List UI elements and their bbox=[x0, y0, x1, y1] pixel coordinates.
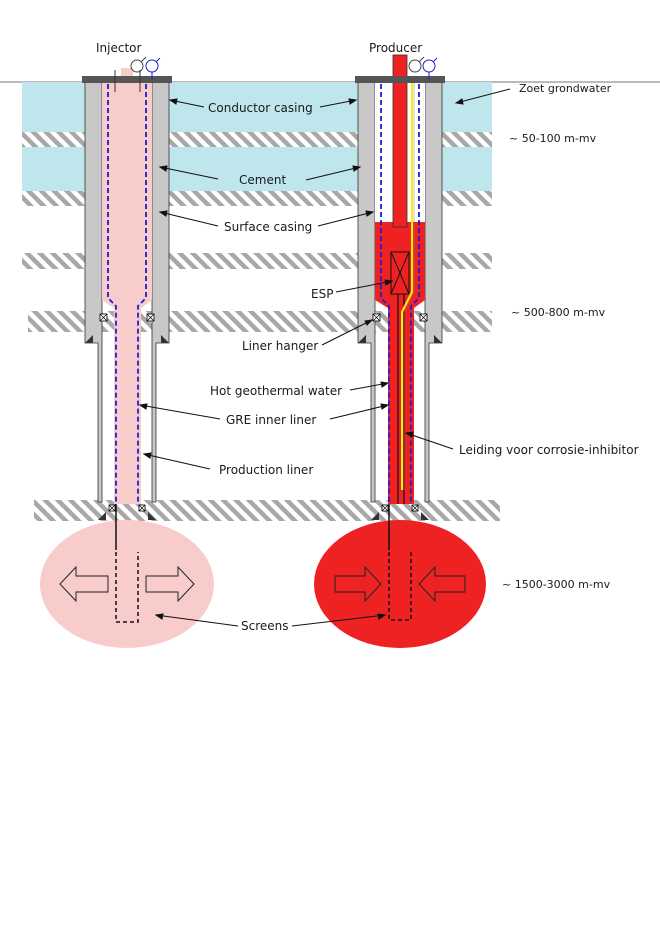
label-conductor-casing: Conductor casing bbox=[208, 101, 313, 115]
producer-inflow-arrow-right bbox=[418, 565, 466, 603]
producer-valve-icon bbox=[408, 56, 438, 80]
corrosion-inhibitor-line bbox=[401, 82, 413, 490]
producer-cement-left bbox=[357, 81, 376, 503]
injector-outflow-arrow-left bbox=[59, 565, 109, 603]
depth-label-shallow: ~ 50-100 m-mv bbox=[509, 132, 597, 145]
injector-valve-icon bbox=[130, 56, 161, 80]
label-liner-hanger: Liner hanger bbox=[242, 339, 318, 353]
label-fresh-groundwater: Zoet grondwater bbox=[519, 82, 612, 95]
injector-inner-liner-left bbox=[107, 84, 117, 502]
producer-title: Producer bbox=[369, 41, 422, 55]
injector-cement-right bbox=[151, 81, 170, 503]
injector-wellhead-plate bbox=[82, 76, 172, 83]
label-esp: ESP bbox=[311, 287, 333, 301]
label-gre-inner-liner: GRE inner liner bbox=[226, 413, 316, 427]
injector-reservoir-zone bbox=[40, 520, 214, 648]
producer-cement-right bbox=[424, 81, 443, 503]
producer-well bbox=[334, 54, 466, 621]
label-hot-geothermal-water: Hot geothermal water bbox=[210, 384, 342, 398]
label-cement: Cement bbox=[239, 173, 286, 187]
leader-lines bbox=[138, 88, 511, 627]
producer-wellhead-plate bbox=[355, 76, 445, 83]
depth-label-deep: ~ 1500-3000 m-mv bbox=[502, 578, 611, 591]
injector-inner-liner-right bbox=[137, 84, 147, 502]
producer-tubing bbox=[392, 54, 408, 228]
injector-outflow-arrow-right bbox=[145, 565, 195, 603]
injector-title: Injector bbox=[96, 41, 142, 55]
producer-inner-liner-left bbox=[380, 84, 390, 502]
label-corrosion-inhibitor-line: Leiding voor corrosie-inhibitor bbox=[459, 443, 639, 457]
producer-reservoir-zone bbox=[314, 520, 486, 648]
label-production-liner: Production liner bbox=[219, 463, 313, 477]
injector-fluid-column bbox=[102, 82, 152, 504]
depth-label-mid: ~ 500-800 m-mv bbox=[511, 306, 606, 319]
label-screens: Screens bbox=[241, 619, 289, 633]
injector-well bbox=[59, 56, 195, 623]
producer-inner-liner-right bbox=[410, 84, 420, 502]
label-surface-casing: Surface casing bbox=[224, 220, 312, 234]
injector-cement-left bbox=[84, 81, 103, 503]
producer-inflow-arrow-left bbox=[334, 565, 382, 603]
